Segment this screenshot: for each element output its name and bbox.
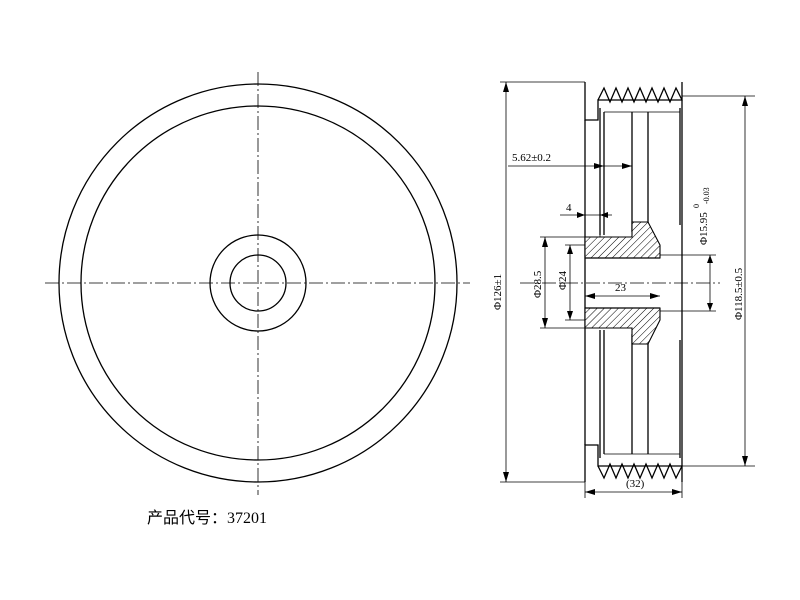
dim-bore-tol-upper: 0 [692, 204, 701, 208]
bottom-vgroove-teeth [597, 462, 683, 480]
dim-hub-inner: Φ24 [557, 270, 569, 290]
dim-hub-length: 23 [615, 282, 627, 294]
pulley-outline-bottom [584, 444, 683, 482]
top-vgroove-teeth [597, 86, 683, 104]
dim-offset: 5.62±0.2 [512, 152, 551, 164]
dim-overall-dia: Φ126±1 [492, 274, 504, 310]
web-inner-wall-bottom [599, 330, 681, 458]
dim-bore-main: Φ15.95 [698, 212, 710, 245]
product-code: 产品代号：37201 [147, 509, 267, 527]
dim-hub-outer: Φ28.5 [532, 270, 544, 298]
dim-four: 4 [566, 202, 572, 214]
dim-bore-tol-lower: -0.03 [702, 187, 711, 204]
front-view [45, 72, 470, 495]
dim-groove-dia: Φ118.5±0.5 [733, 267, 745, 320]
hub-section-bottom [584, 307, 661, 345]
hub-section-top [584, 221, 661, 259]
dim-width: (32) [626, 478, 645, 490]
web-inner-wall-top [599, 108, 681, 235]
pulley-outline-top [584, 82, 683, 121]
section-view: Φ126±1 Φ118.5±0.5 Φ15.95 0 -0.03 5.62±0.… [492, 81, 755, 498]
